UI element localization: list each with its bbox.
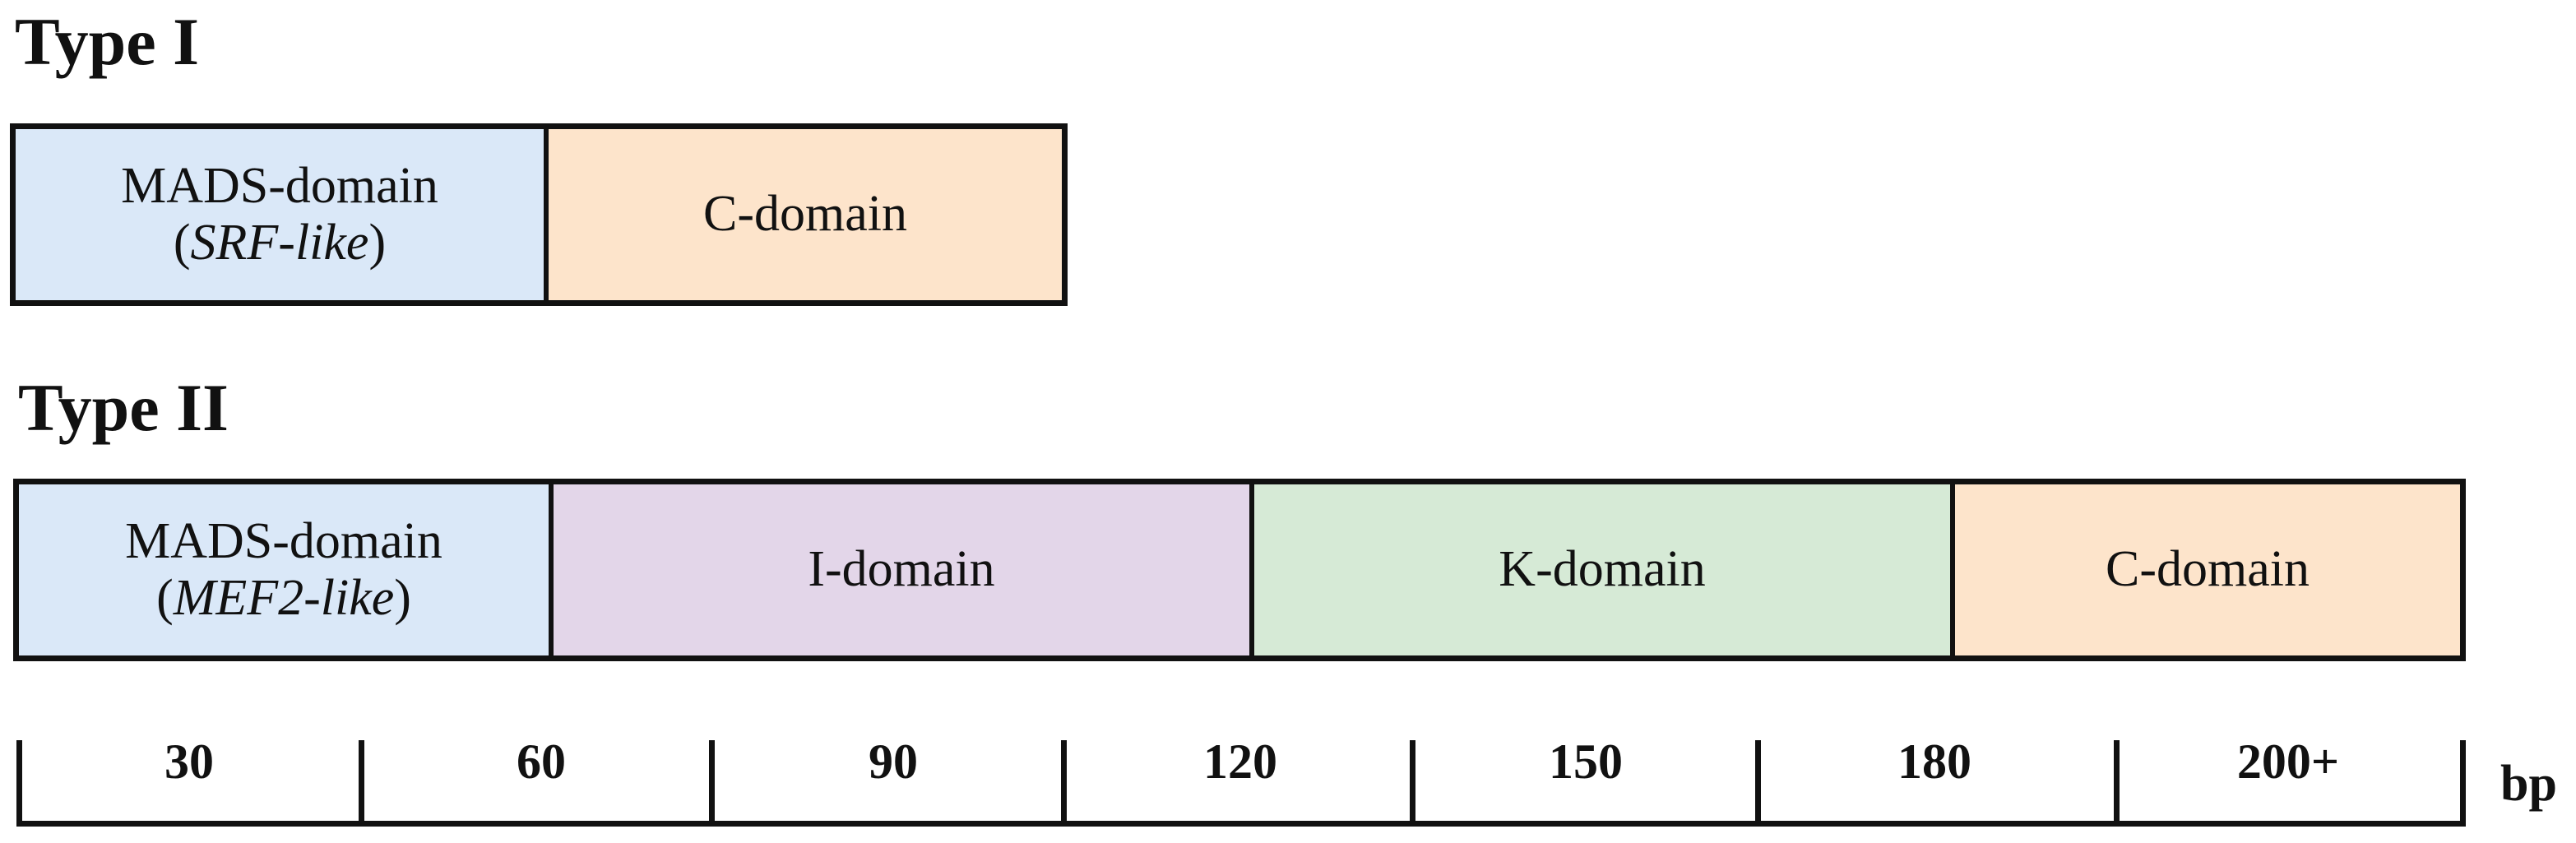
scale-label-120: 120 — [1203, 734, 1277, 789]
type-ii-i-domain: I-domain — [549, 484, 1249, 655]
type-ii-mads-domain-label: MADS-domain — [125, 512, 442, 569]
type-i-mads-domain-type: SRF-like — [190, 215, 369, 271]
scale-tick — [2114, 740, 2120, 827]
scale-label-60: 60 — [517, 734, 566, 789]
type-i-open-paren: ( — [173, 215, 191, 271]
length-scale: 30 60 90 120 150 180 200+ bp — [0, 732, 2576, 843]
type-ii-mads-domain-type: MEF2-like — [173, 570, 395, 626]
scale-label-200-plus: 200+ — [2236, 734, 2340, 789]
scale-tick — [2460, 740, 2466, 827]
type-ii-heading: Type II — [18, 370, 229, 445]
type-i-c-domain: C-domain — [544, 129, 1062, 300]
scale-tick — [359, 740, 364, 827]
type-i-mads-domain-label: MADS-domain — [121, 157, 438, 214]
scale-axis-line — [16, 821, 2466, 827]
scale-label-150: 150 — [1549, 734, 1623, 789]
scale-tick — [1410, 740, 1415, 827]
type-ii-open-paren: ( — [156, 570, 174, 626]
type-i-mads-domain-subtitle: ( SRF-like ) — [174, 215, 386, 271]
type-ii-k-domain-label: K-domain — [1499, 541, 1706, 598]
type-ii-c-domain: C-domain — [1950, 484, 2460, 655]
type-ii-c-domain-label: C-domain — [2106, 541, 2310, 598]
type-ii-mads-domain-subtitle: ( MEF2-like ) — [156, 570, 411, 627]
type-ii-mads-domain: MADS-domain ( MEF2-like ) — [19, 484, 549, 655]
scale-label-180: 180 — [1897, 734, 1971, 789]
type-i-domain-track: MADS-domain ( SRF-like ) C-domain — [10, 123, 1068, 306]
scale-tick — [16, 740, 22, 827]
type-i-heading: Type I — [15, 4, 200, 79]
type-i-c-domain-label: C-domain — [703, 186, 907, 243]
type-ii-close-paren: ) — [394, 570, 411, 626]
scale-tick — [1061, 740, 1067, 827]
type-ii-k-domain: K-domain — [1249, 484, 1950, 655]
scale-label-90: 90 — [869, 734, 918, 789]
scale-tick — [1755, 740, 1761, 827]
type-ii-domain-track: MADS-domain ( MEF2-like ) I-domain K-dom… — [13, 479, 2466, 661]
type-i-close-paren: ) — [368, 215, 387, 271]
type-ii-i-domain-label: I-domain — [808, 541, 995, 598]
scale-unit-label: bp — [2500, 756, 2557, 812]
scale-tick — [709, 740, 715, 827]
type-i-mads-domain: MADS-domain ( SRF-like ) — [16, 129, 544, 300]
scale-label-30: 30 — [164, 734, 214, 789]
